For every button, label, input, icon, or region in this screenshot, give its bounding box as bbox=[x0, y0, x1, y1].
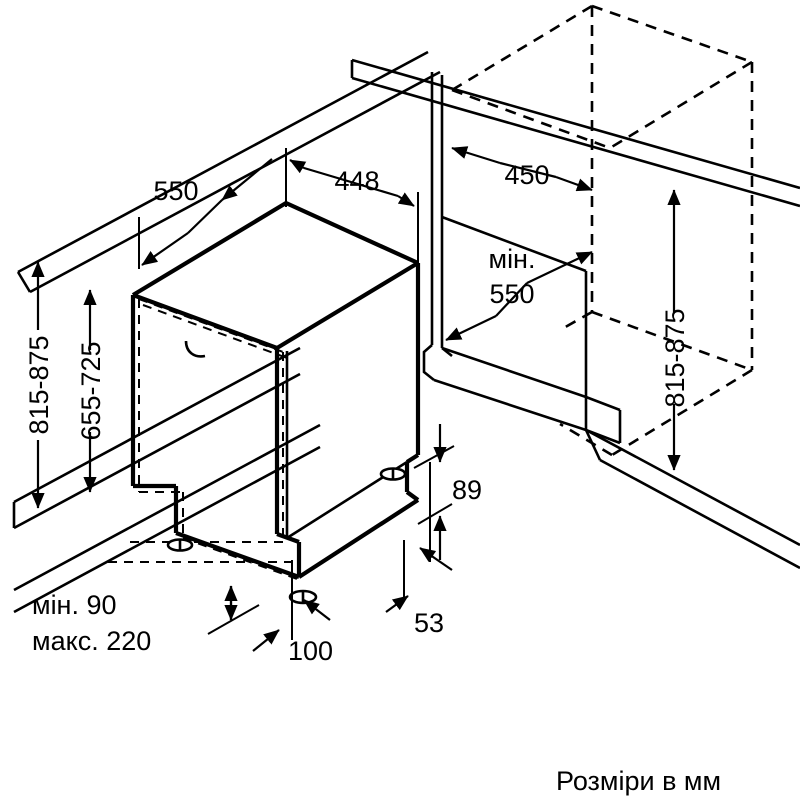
dimension-niche-450: 450 bbox=[451, 146, 593, 192]
dimension-height-815-875-right: 815-875 bbox=[660, 189, 690, 471]
dimension-base-53: 53 bbox=[385, 540, 453, 638]
dimension-height-815-875-left: 815-875 bbox=[24, 261, 54, 509]
dimension-depth-550: 550 bbox=[138, 148, 287, 269]
dimension-label-815-875-left: 815-875 bbox=[24, 335, 54, 434]
dimension-label-min-word: мін. bbox=[489, 244, 536, 274]
right-worktop-slab bbox=[350, 58, 800, 208]
dimension-niche-min-550: мін. 550 bbox=[445, 244, 593, 341]
dimension-label-100: 100 bbox=[288, 636, 333, 666]
dimension-label-550-min: 550 bbox=[489, 279, 534, 309]
dimension-label-448-top: 448 bbox=[334, 166, 379, 196]
left-lower-floor-band bbox=[13, 423, 321, 614]
left-worktop-band bbox=[16, 50, 441, 294]
units-caption: Розміри в мм bbox=[556, 766, 721, 796]
dimension-label-53: 53 bbox=[414, 608, 444, 638]
dishwasher-body bbox=[108, 201, 421, 581]
right-niche-dashed-outline bbox=[451, 4, 754, 457]
dimension-width-448: 448 bbox=[285, 148, 419, 268]
dimension-label-89: 89 bbox=[452, 475, 482, 505]
dimension-label-815-875-right: 815-875 bbox=[660, 308, 690, 407]
dimension-label-450: 450 bbox=[504, 160, 549, 190]
dimension-label-max-220: макс. 220 bbox=[32, 626, 151, 656]
dimension-height-655-725-left: 655-725 bbox=[76, 289, 106, 493]
dimension-label-min-90: мін. 90 bbox=[32, 590, 117, 620]
dimension-label-550-top: 550 bbox=[153, 176, 198, 206]
dimension-plinth-range: мін. 90 макс. 220 bbox=[32, 585, 260, 656]
dimension-base-89: 89 bbox=[413, 424, 482, 562]
dimension-label-655-725-left: 655-725 bbox=[76, 341, 106, 440]
left-floor-band bbox=[12, 346, 301, 530]
dimension-foot-100: 100 bbox=[252, 560, 333, 666]
